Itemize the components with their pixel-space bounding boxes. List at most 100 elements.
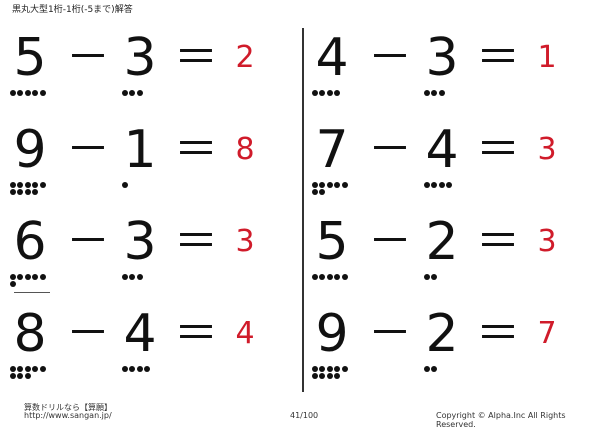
minus-sign: －: [368, 32, 412, 83]
answer: 8: [235, 132, 255, 167]
count-dot: [122, 182, 128, 188]
minuend: 7: [315, 120, 349, 180]
count-dot: [122, 90, 128, 96]
equals-sign: ＝: [476, 124, 520, 175]
count-dot: [24, 366, 31, 372]
count-dot: [438, 182, 445, 188]
right-column: 4 － 3 ＝ 1 7 － 4 ＝ 3 5 － 2 ＝ 3 9 － 2 ＝ 7: [310, 28, 590, 390]
dot-row: [424, 366, 474, 373]
dot-row: [122, 182, 172, 189]
minuend: 9: [315, 304, 349, 364]
count-dot: [312, 189, 318, 195]
count-dot: [39, 90, 46, 96]
dot-row: [10, 90, 60, 97]
count-dot: [431, 182, 438, 188]
problem: 9 － 2 ＝ 7: [310, 304, 590, 392]
minus-sign: －: [66, 216, 110, 267]
count-dot: [312, 90, 318, 96]
subtrahend-dots: [122, 182, 172, 189]
dot-row: [312, 373, 362, 380]
count-dot: [424, 182, 430, 188]
footer-url[interactable]: http://www.sangan.jp/: [24, 411, 112, 420]
left-column: 5 － 3 ＝ 2 9 － 1 ＝ 8 6 － 3 ＝ 3 8 － 4 ＝ 4: [8, 28, 288, 390]
problem: 6 － 3 ＝ 3: [8, 212, 288, 300]
subtrahend: 3: [123, 212, 157, 272]
count-dot: [334, 90, 341, 96]
minuend-dots: [10, 366, 60, 380]
count-dot: [312, 366, 318, 372]
count-dot: [10, 373, 16, 379]
count-dot: [312, 373, 318, 379]
page-number: 41/100: [290, 411, 319, 420]
subtrahend: 2: [425, 304, 459, 364]
count-dot: [129, 90, 136, 96]
count-dot: [326, 373, 333, 379]
underline-mark: [14, 292, 50, 293]
count-dot: [319, 182, 326, 188]
count-dot: [319, 366, 326, 372]
minuend: 5: [13, 28, 47, 88]
count-dot: [319, 90, 326, 96]
minus-sign: －: [368, 124, 412, 175]
column-divider: [302, 28, 304, 392]
count-dot: [17, 274, 24, 280]
count-dot: [129, 274, 136, 280]
answer: 3: [537, 224, 557, 259]
worksheet-title: 黒丸大型1桁-1桁(-5まで)解答: [12, 5, 133, 15]
count-dot: [32, 366, 39, 372]
problem: 5 － 2 ＝ 3: [310, 212, 590, 300]
count-dot: [341, 274, 348, 280]
dot-row: [424, 274, 474, 281]
subtrahend: 4: [425, 120, 459, 180]
count-dot: [10, 366, 16, 372]
count-dot: [10, 281, 16, 287]
problem: 7 － 4 ＝ 3: [310, 120, 590, 208]
count-dot: [438, 90, 445, 96]
count-dot: [312, 274, 318, 280]
subtrahend: 2: [425, 212, 459, 272]
count-dot: [32, 90, 39, 96]
minus-sign: －: [66, 124, 110, 175]
count-dot: [17, 366, 24, 372]
minuend: 4: [315, 28, 349, 88]
dot-row: [312, 366, 362, 373]
minuend-dots: [312, 182, 362, 196]
footer-brand: 算数ドリルなら【算願】: [24, 403, 112, 412]
count-dot: [431, 274, 438, 280]
count-dot: [341, 366, 348, 372]
count-dot: [32, 274, 39, 280]
count-dot: [326, 274, 333, 280]
problem: 4 － 3 ＝ 1: [310, 28, 590, 116]
count-dot: [334, 182, 341, 188]
count-dot: [17, 189, 24, 195]
dot-row: [312, 274, 362, 281]
count-dot: [129, 366, 136, 372]
subtrahend-dots: [122, 90, 172, 97]
subtrahend: 3: [425, 28, 459, 88]
answer: 2: [235, 40, 255, 75]
equals-sign: ＝: [476, 216, 520, 267]
equals-sign: ＝: [174, 308, 218, 359]
minuend: 6: [13, 212, 47, 272]
minus-sign: －: [66, 308, 110, 359]
count-dot: [17, 90, 24, 96]
dot-row: [312, 189, 362, 196]
count-dot: [424, 90, 430, 96]
count-dot: [319, 373, 326, 379]
count-dot: [326, 182, 333, 188]
count-dot: [32, 189, 39, 195]
count-dot: [326, 90, 333, 96]
count-dot: [10, 182, 16, 188]
dot-row: [424, 90, 474, 97]
answer: 3: [235, 224, 255, 259]
dot-row: [10, 189, 60, 196]
count-dot: [122, 366, 128, 372]
count-dot: [334, 274, 341, 280]
dot-row: [10, 182, 60, 189]
equals-sign: ＝: [476, 32, 520, 83]
count-dot: [24, 373, 31, 379]
dot-row: [10, 366, 60, 373]
dot-row: [312, 182, 362, 189]
minuend-dots: [312, 366, 362, 380]
problem: 9 － 1 ＝ 8: [8, 120, 288, 208]
